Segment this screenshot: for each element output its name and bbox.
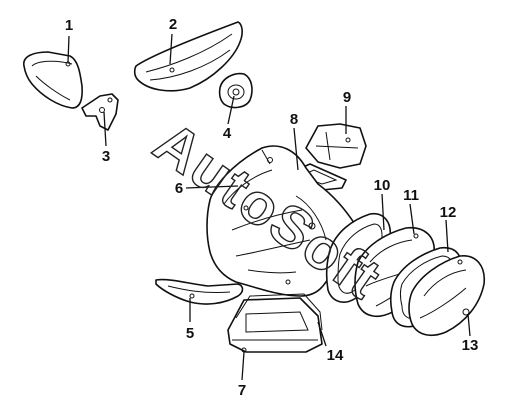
callout-3: 3 (102, 148, 110, 165)
callout-4: 4 (223, 125, 232, 142)
part-5-strip (155, 278, 244, 305)
callout-7: 7 (238, 382, 246, 399)
part-13-end-cover (408, 255, 485, 337)
callout-11: 11 (403, 187, 419, 204)
callout-12: 12 (440, 204, 457, 221)
part-4-mount (218, 72, 253, 109)
callout-1: 1 (65, 17, 73, 34)
part-2-shield (133, 21, 243, 92)
callout-9: 9 (343, 89, 351, 106)
callout-6: 6 (175, 180, 183, 197)
part-main-housing (206, 145, 359, 297)
callout-10: 10 (374, 177, 391, 194)
part-14-gasket (235, 293, 323, 331)
callout-8: 8 (290, 111, 298, 128)
callout-14: 14 (327, 347, 344, 364)
part-1-cover (23, 51, 83, 109)
callout-5: 5 (186, 325, 194, 342)
callout-2: 2 (169, 16, 177, 33)
callout-13: 13 (462, 337, 479, 354)
leader-lines (67, 33, 471, 381)
part-3-bracket (81, 93, 119, 131)
part-9-cover (305, 123, 367, 169)
part-7-pan (227, 297, 323, 353)
